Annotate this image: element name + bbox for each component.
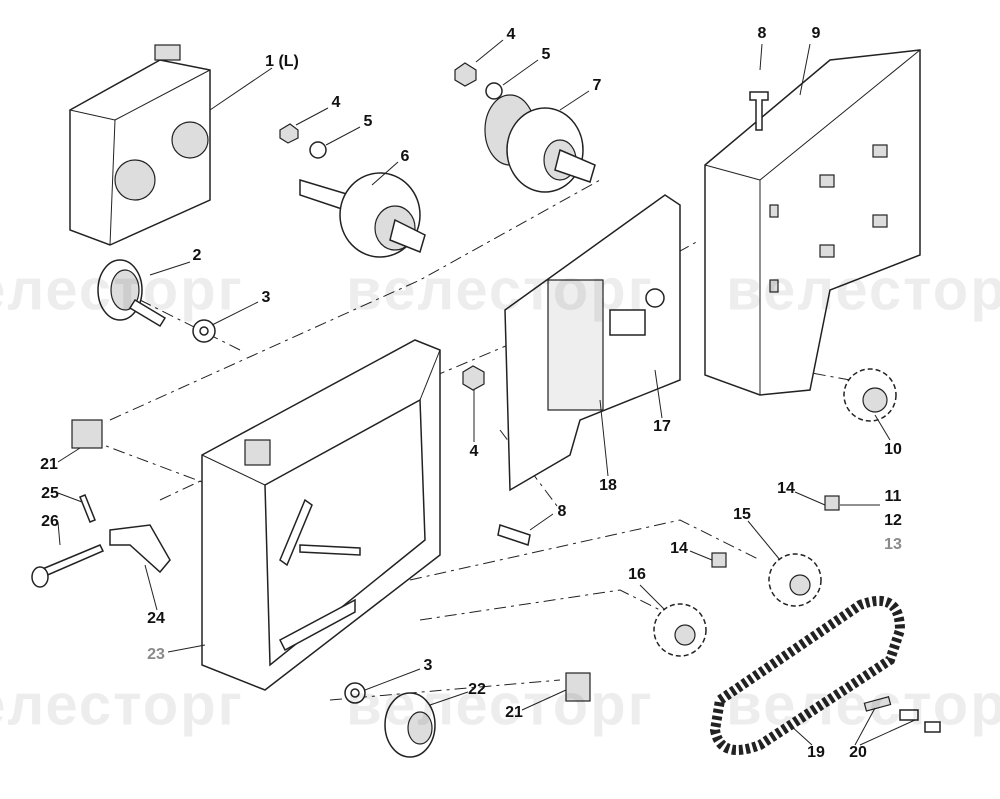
callout-4: 4 <box>331 94 341 111</box>
callout-2: 2 <box>192 247 202 264</box>
callout-25: 25 <box>41 485 59 502</box>
part-2-pulley <box>97 259 216 343</box>
callout-11: 11 <box>884 488 902 505</box>
callout-4: 4 <box>506 26 516 43</box>
part-14-clip-2 <box>711 552 727 568</box>
part-24-26-pin <box>31 494 171 588</box>
callout-5: 5 <box>541 46 551 63</box>
callout-17: 17 <box>653 418 671 435</box>
part-20-link <box>863 696 941 733</box>
callout-8: 8 <box>757 25 767 42</box>
watermark: велесторг <box>0 672 244 738</box>
callout-14: 14 <box>777 480 795 497</box>
callout-12: 12 <box>884 512 902 529</box>
part-9-housing <box>704 49 921 396</box>
part-1-box <box>69 44 211 246</box>
callout-14: 14 <box>670 540 688 557</box>
callout-5: 5 <box>363 113 373 130</box>
callout-23: 23 <box>147 646 165 663</box>
callout-24: 24 <box>147 610 165 627</box>
callout-3: 3 <box>423 657 433 674</box>
watermark: велесторг <box>0 257 244 323</box>
callout-8: 8 <box>557 503 567 520</box>
callout-1: 1 (L) <box>265 53 299 70</box>
callout-3: 3 <box>261 289 271 306</box>
leader-lines <box>57 39 916 746</box>
watermark: велесторг <box>726 672 1000 738</box>
part-14-clip <box>824 495 840 511</box>
callout-15: 15 <box>733 506 751 523</box>
callout-7: 7 <box>592 77 602 94</box>
callout-21: 21 <box>40 456 58 473</box>
part-19-chain <box>709 596 906 755</box>
watermark: велесторг <box>726 257 1000 323</box>
callout-6: 6 <box>400 148 410 165</box>
callout-16: 16 <box>628 566 646 583</box>
part-7-hub <box>454 62 596 193</box>
callout-21: 21 <box>505 704 523 721</box>
part-6-shaft <box>279 123 426 258</box>
part-22-pulley <box>344 682 436 758</box>
callout-9: 9 <box>811 25 821 42</box>
watermark: велесторг <box>346 257 654 323</box>
part-17-plate <box>504 194 681 492</box>
part-21-block <box>71 419 103 449</box>
part-8-bolt <box>497 524 531 546</box>
sprockets <box>653 368 897 657</box>
callout-19: 19 <box>807 744 825 761</box>
callout-18: 18 <box>599 477 617 494</box>
callout-20: 20 <box>849 744 867 761</box>
part-4-nut <box>462 365 485 391</box>
part-23-frame <box>201 339 441 691</box>
callout-22: 22 <box>468 681 486 698</box>
callout-4: 4 <box>469 443 479 460</box>
callout-10: 10 <box>884 441 902 458</box>
part-21-block-2 <box>565 672 591 702</box>
callout-13: 13 <box>884 536 902 553</box>
watermark: велесторг <box>346 672 654 738</box>
callout-26: 26 <box>41 513 59 530</box>
